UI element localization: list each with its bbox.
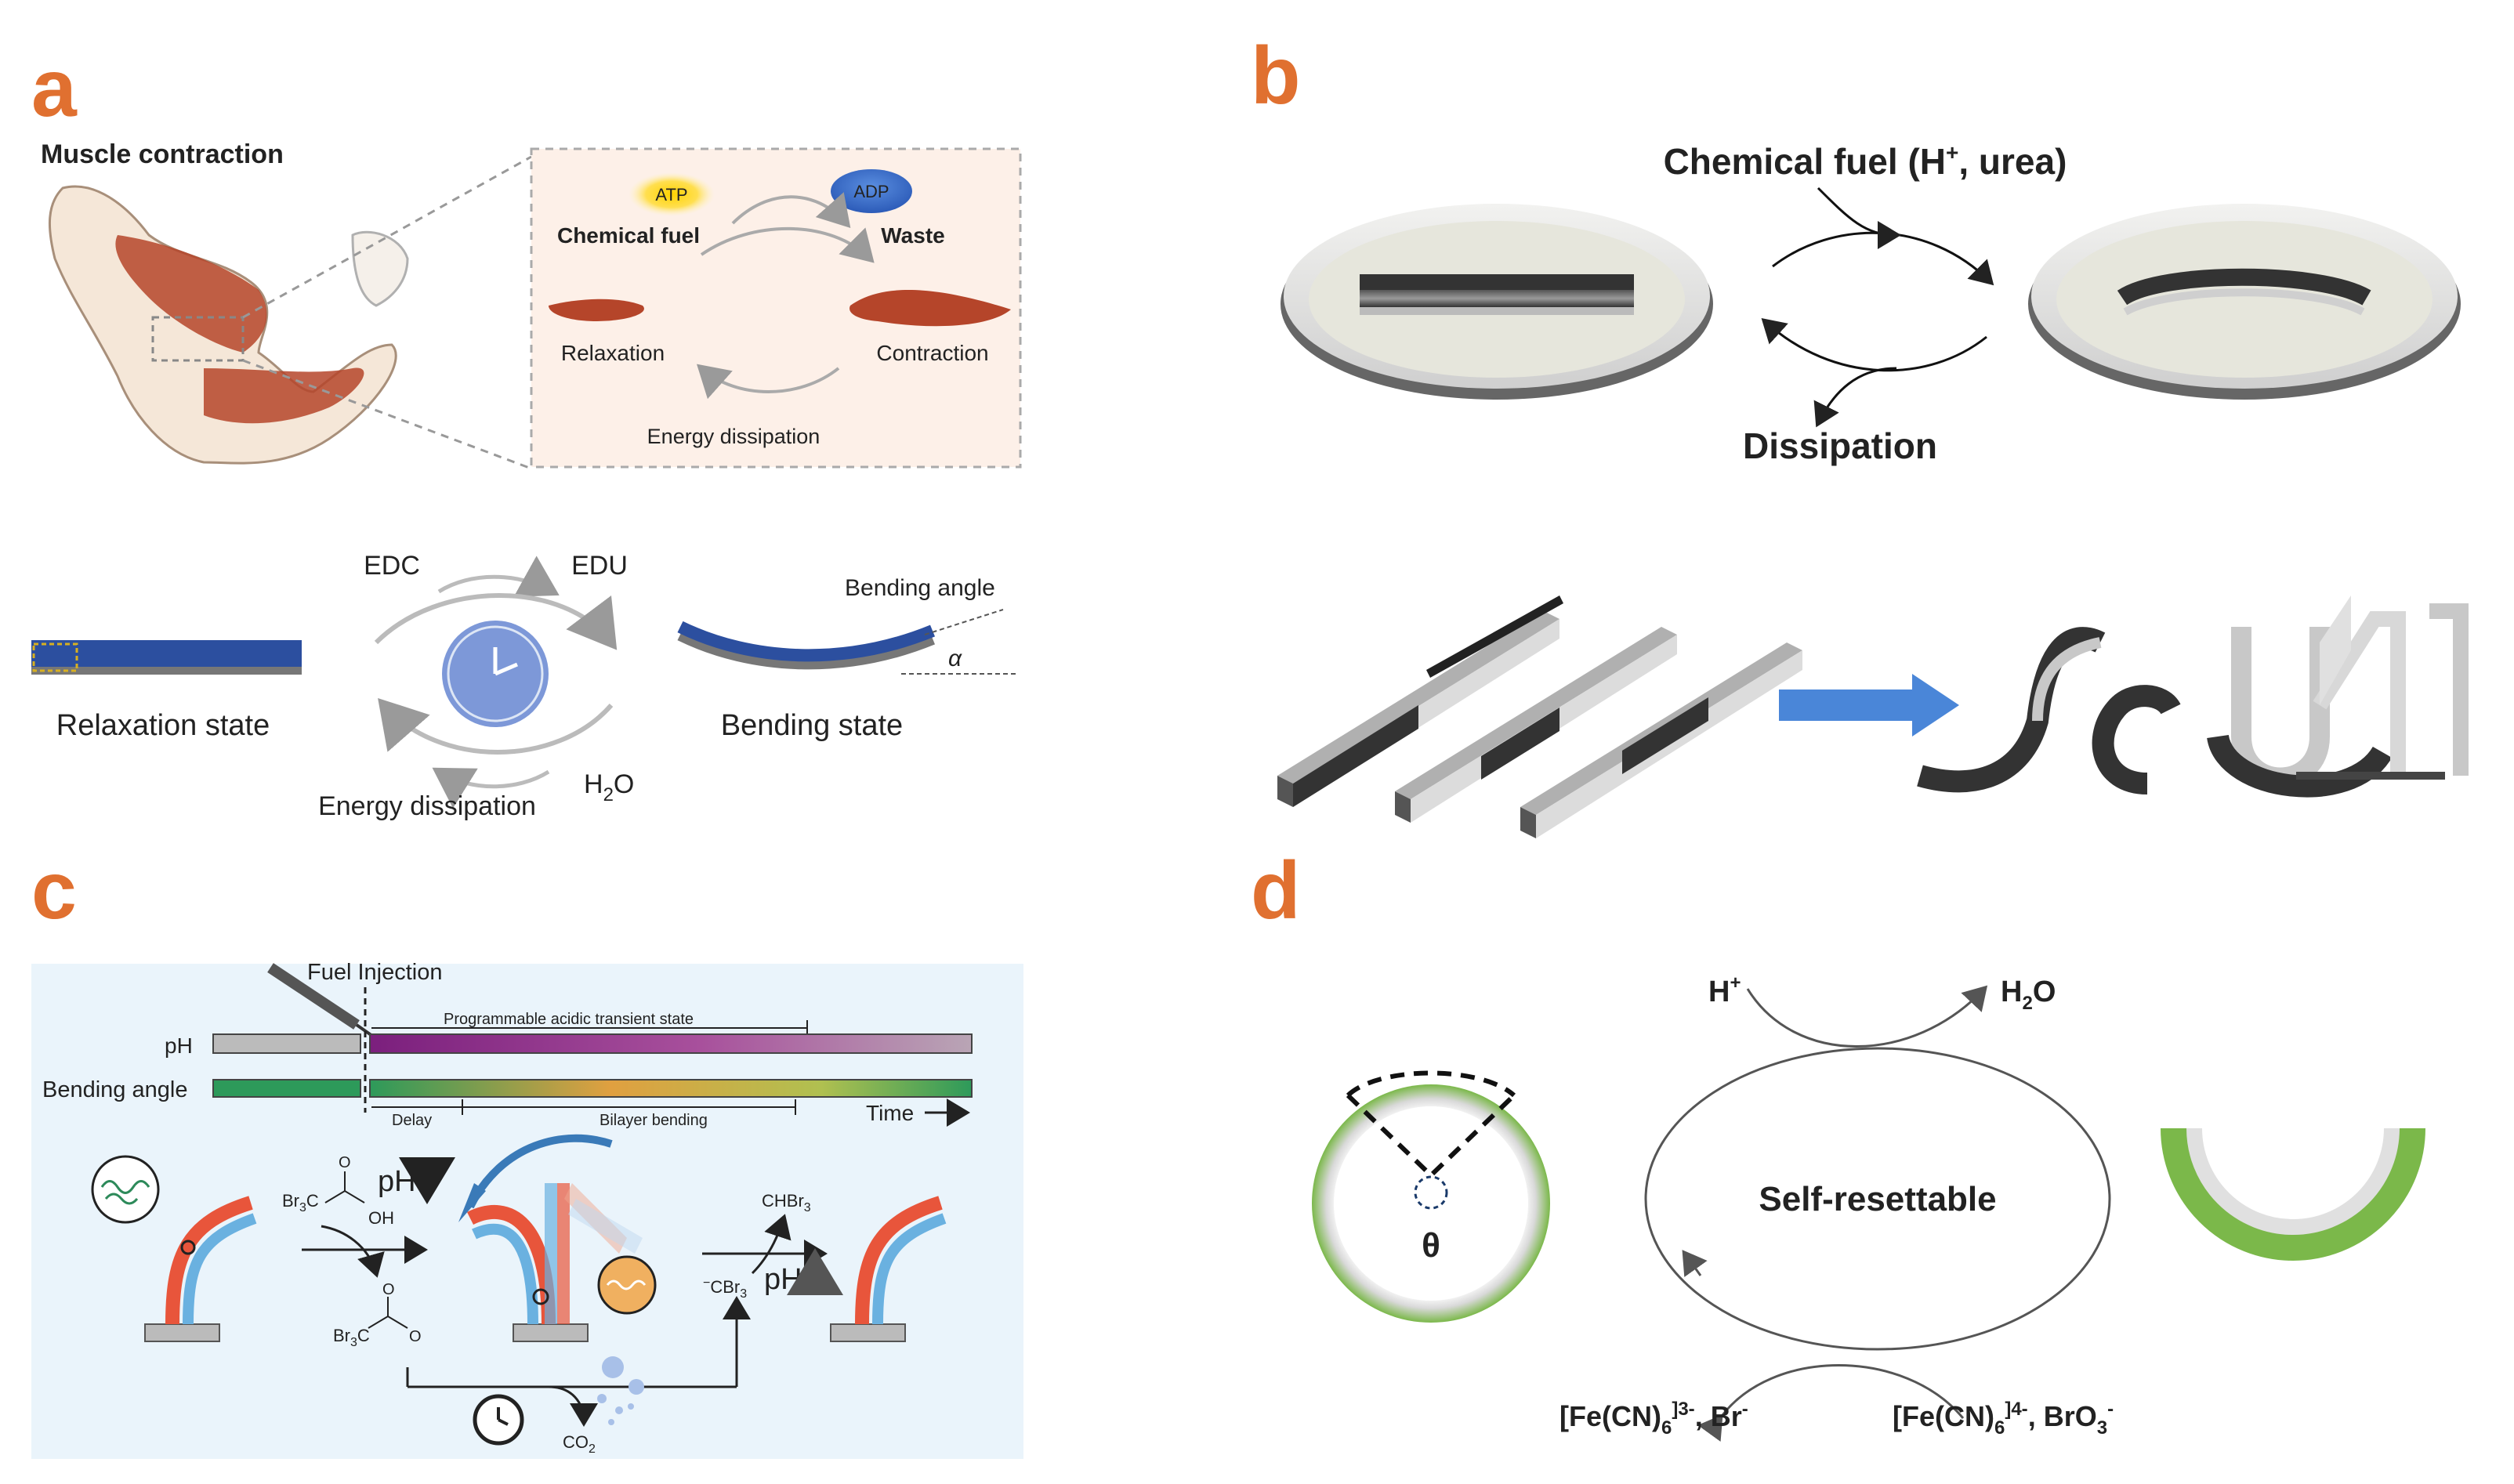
arm-illustration xyxy=(48,185,409,465)
waste-label: Waste xyxy=(881,223,944,248)
panel-b: b Chemical fuel (H+, urea) Dissipation xyxy=(1251,31,2469,838)
bending-angle-row-label: Bending angle xyxy=(42,1077,187,1102)
bent-strip-b xyxy=(2117,268,2371,306)
transform-arrow xyxy=(1779,674,1959,737)
energy-dissipation-top-label: Energy dissipation xyxy=(647,425,820,448)
relaxation-state-label: Relaxation state xyxy=(56,709,270,742)
bilayer-bending xyxy=(458,1134,657,1342)
bending-bar xyxy=(369,1079,973,1098)
muscle-contraction-title: Muscle contraction xyxy=(41,139,284,169)
delay-label: Delay xyxy=(392,1112,432,1129)
alpha-label: α xyxy=(948,646,962,671)
adp-label: ADP xyxy=(853,182,889,201)
panel-letter-c: c xyxy=(31,845,77,936)
relaxed-muscle-icon xyxy=(549,299,644,321)
co2-label: CO2 xyxy=(563,1432,596,1456)
panel-c: c Fuel Injection Programmable acidic tra… xyxy=(31,845,1023,1459)
time-label: Time xyxy=(866,1101,914,1125)
h2o-label-d: H2O xyxy=(2001,975,2056,1014)
theta-label: θ xyxy=(1422,1226,1440,1265)
h2o-label-a: H2O xyxy=(584,769,634,805)
svg-text:O: O xyxy=(409,1328,422,1345)
contraction-label: Contraction xyxy=(876,341,988,365)
chemical-fuel-label: Chemical fuel xyxy=(557,223,700,248)
straight-strip xyxy=(1360,274,1634,290)
relaxed-strip xyxy=(31,640,302,667)
panel-letter-b: b xyxy=(1251,31,1301,121)
panel-d: d H+ H2O Self-resettable [Fe(CN)6]3-, Br… xyxy=(1251,845,2425,1442)
svg-text:OH: OH xyxy=(368,1208,394,1228)
deformed-shapes xyxy=(1917,595,2469,798)
bilayer-initial xyxy=(91,1155,257,1342)
panel-a: a Muscle contraction ATP ADP Chemical fu… xyxy=(31,43,1022,821)
bilayer-bending-label: Bilayer bending xyxy=(600,1112,708,1129)
svg-text:O: O xyxy=(382,1281,395,1298)
chbr3-label: CHBr3 xyxy=(762,1191,811,1214)
bending-angle-label: Bending angle xyxy=(845,575,995,601)
panel-letter-a: a xyxy=(31,43,78,134)
edc-label: EDC xyxy=(364,551,420,581)
ferrocyanide-label: [Fe(CN)6]4-, BrO3- xyxy=(1893,1399,2114,1439)
ph-down-label: pH xyxy=(378,1165,416,1198)
h-plus-label: H+ xyxy=(1708,972,1741,1008)
ph-row-label: pH xyxy=(165,1033,193,1058)
bending-state-label: Bending state xyxy=(721,709,903,742)
chemical-fuel-title: Chemical fuel (H+, urea) xyxy=(1664,140,2067,182)
bent-strip-back xyxy=(677,628,936,670)
ferricyanide-label: [Fe(CN)6]3-, Br- xyxy=(1559,1399,1748,1439)
half-ring xyxy=(2161,1127,2425,1261)
ph-up-label: pH xyxy=(764,1263,802,1296)
bilayer-final xyxy=(830,1196,947,1342)
dissipation-label: Dissipation xyxy=(1743,425,1937,466)
atp-icon xyxy=(628,172,715,216)
relaxation-label: Relaxation xyxy=(561,341,665,365)
contracted-muscle-icon xyxy=(849,290,1011,327)
panel-letter-d: d xyxy=(1251,845,1301,936)
fuel-injection-label: Fuel Injection xyxy=(307,960,443,985)
adp-icon xyxy=(831,169,912,213)
atp-label: ATP xyxy=(655,185,687,205)
self-resettable-label: Self-resettable xyxy=(1759,1180,1996,1218)
br3c-label-top: Br3C xyxy=(282,1191,319,1214)
cbr3-label: −CBr3 xyxy=(703,1276,747,1301)
bent-strip xyxy=(677,621,936,662)
patterned-strips xyxy=(1277,595,1802,838)
programmable-label: Programmable acidic transient state xyxy=(444,1011,694,1028)
ph-bar xyxy=(369,1033,973,1054)
self-resettable-cycle xyxy=(1644,1047,2111,1351)
svg-text:O: O xyxy=(339,1154,351,1171)
energy-dissipation-bottom-label: Energy dissipation xyxy=(318,791,536,821)
edu-label: EDU xyxy=(571,551,628,581)
co2-bubbles xyxy=(597,1356,644,1425)
